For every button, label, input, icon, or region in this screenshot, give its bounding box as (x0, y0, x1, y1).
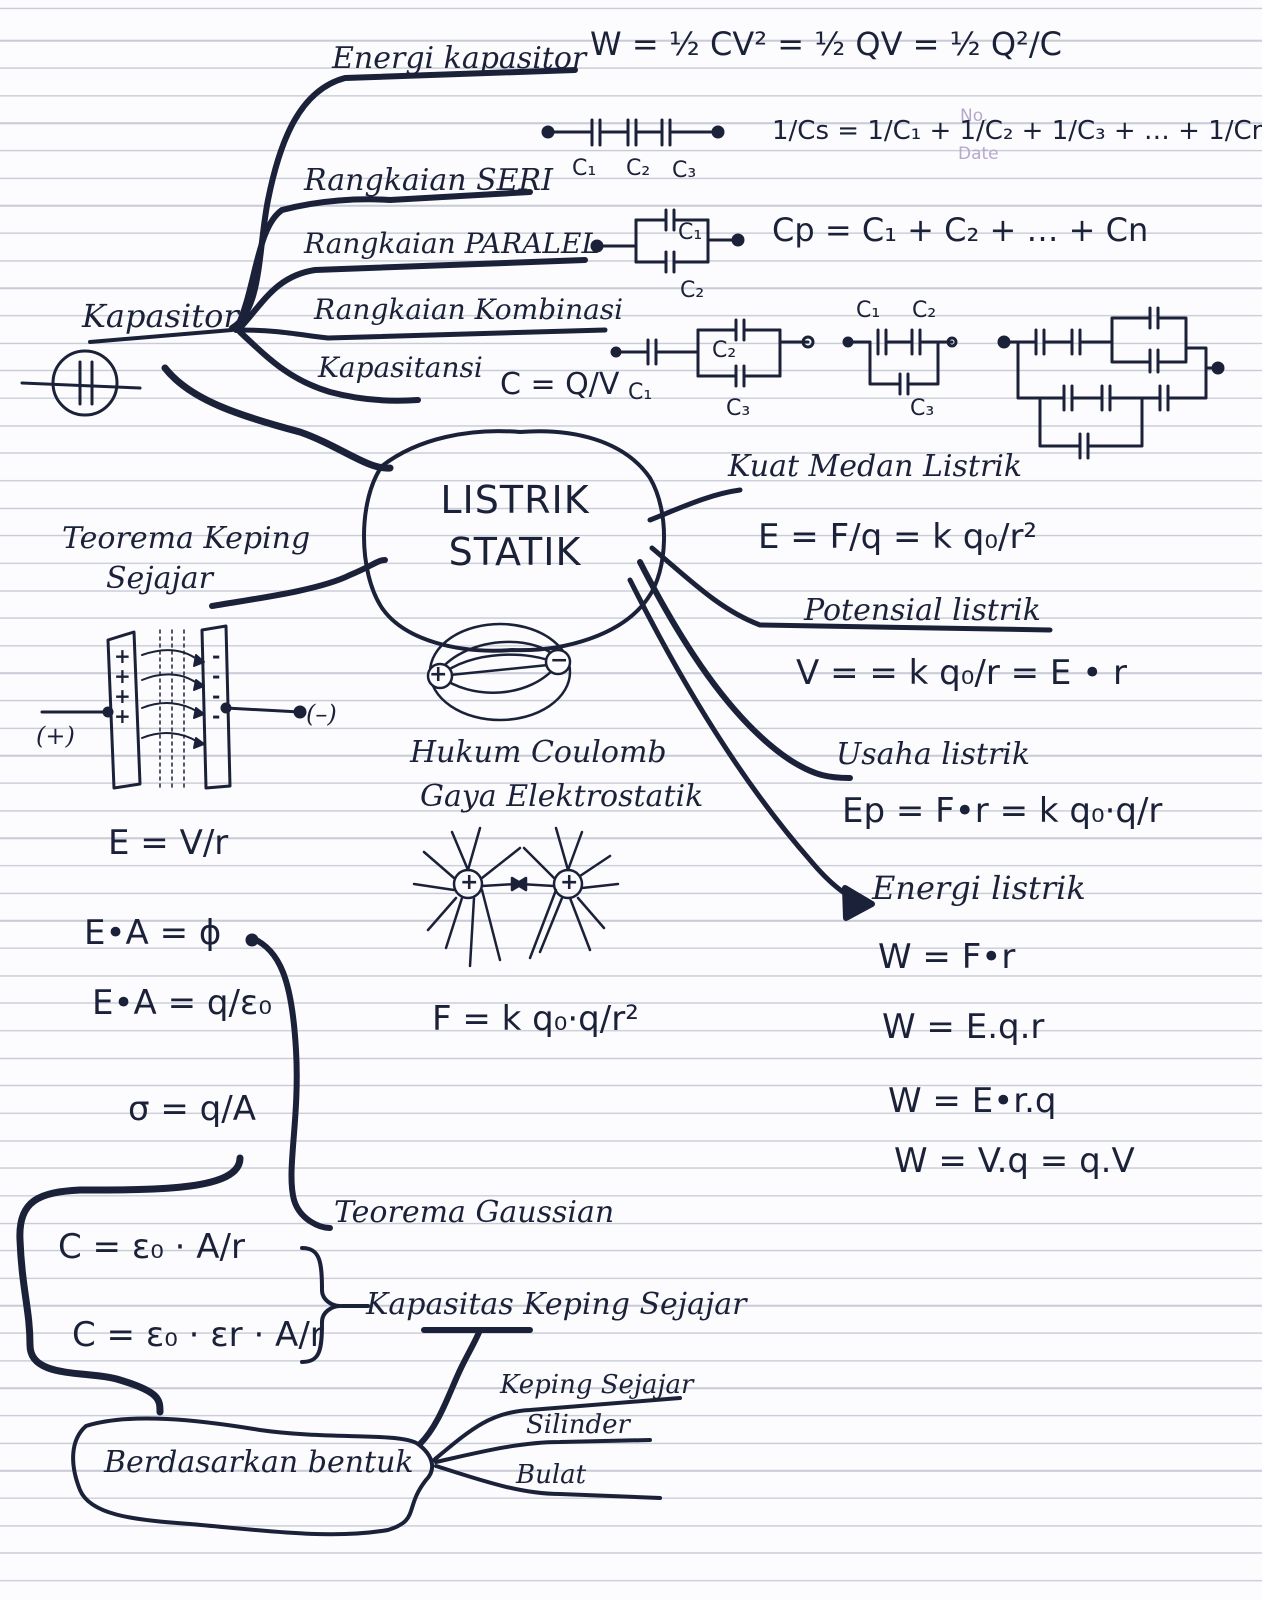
teorema-keping-label: Teorema Keping (62, 521, 311, 556)
kapasitas-formula-1: C = ε₀ · A/r (58, 1227, 245, 1267)
gaya-elektrostatik-label: Gaya Elektrostatik (420, 779, 704, 814)
capacitor-symbol-icon (20, 349, 142, 417)
parallel-plate-diagram (40, 624, 307, 791)
positive-charge-icon: + (429, 662, 448, 687)
gauss-formula-1: E•A = ϕ (84, 913, 222, 953)
gauss-connector (249, 935, 333, 1231)
negative-charge-icon: − (550, 648, 569, 673)
rangkaian-kombinasi-label: Rangkaian Kombinasi (314, 293, 624, 326)
gauss-formula-3: σ = q/A (128, 1089, 256, 1129)
plate-positive-terminal: (+) (36, 722, 75, 750)
keping-field-formula: E = V/r (108, 823, 229, 863)
kombinasi-a-cap-3: C₃ (726, 396, 751, 421)
keping-branch (209, 557, 388, 609)
seri-cap-label-3: C₃ (672, 158, 697, 183)
kombinasi-b-cap-2: C₂ (912, 298, 937, 323)
repulsion-field-diagram (412, 826, 620, 968)
kapasitansi-formula: C = Q/V (500, 367, 620, 402)
rangkaian-seri-formula: 1/Cs = 1/C₁ + 1/C₂ + 1/C₃ + … + 1/Cn (772, 116, 1262, 146)
energi-listrik-formula-3: W = E•r.q (888, 1081, 1057, 1121)
potensial-formula: V = = k q₀/r = E • r (796, 653, 1128, 693)
right-branches (627, 487, 1053, 921)
paper-no-label: No. (960, 106, 989, 126)
dipole-field-diagram (426, 622, 572, 722)
potensial-label: Potensial listrik (804, 593, 1041, 628)
gauss-formula-2: E•A = q/ε₀ (92, 983, 272, 1023)
kombinasi-b-cap-3: C₃ (910, 396, 935, 421)
bentuk-item-silinder: Silinder (526, 1410, 630, 1440)
kuat-medan-formula: E = F/q = k q₀/r² (758, 517, 1038, 557)
energi-kapasitor-formula: W = ½ CV² = ½ QV = ½ Q²/C (590, 25, 1062, 63)
plate-minus-signs: ---- (212, 644, 221, 728)
parallel-circuit-diagram (590, 208, 745, 274)
plate-plus-signs: ++++ (114, 644, 131, 728)
paralel-cap-label-2: C₂ (680, 278, 705, 303)
kapasitor-branches (88, 67, 608, 472)
paralel-cap-label-1: C₁ (678, 220, 703, 245)
kombinasi-a-cap-1: C₁ (628, 380, 653, 405)
bentuk-connector (417, 1327, 533, 1447)
seri-cap-label-2: C₂ (626, 156, 651, 181)
kombinasi-b-cap-1: C₁ (856, 298, 881, 323)
rangkaian-seri-label: Rangkaian SERI (304, 163, 553, 198)
kuat-medan-label: Kuat Medan Listrik (728, 449, 1023, 484)
berdasarkan-bentuk-label: Berdasarkan bentuk (104, 1445, 414, 1480)
energi-listrik-formula-4: W = V.q = q.V (894, 1141, 1135, 1181)
kapasitansi-label: Kapasitansi (318, 351, 483, 384)
kombinasi-a-cap-2: C₂ (712, 338, 737, 363)
kapasitor-label: Kapasitor (82, 297, 239, 335)
energi-listrik-label: Energi listrik (872, 869, 1086, 907)
coulomb-formula: F = k q₀·q/r² (432, 999, 639, 1039)
usaha-formula: Ep = F•r = k q₀·q/r (842, 791, 1163, 831)
usaha-label: Usaha listrik (836, 737, 1031, 772)
kapasitas-keping-label: Kapasitas Keping Sejajar (366, 1287, 747, 1322)
center-title-line1: LISTRIK (440, 478, 590, 522)
center-title-line2: STATIK (448, 530, 582, 574)
bentuk-branches (432, 1396, 682, 1500)
bentuk-item-bulat: Bulat (516, 1460, 587, 1490)
center-bubble (362, 429, 666, 653)
seri-cap-label-1: C₁ (572, 156, 597, 181)
paper-date-label: Date (958, 144, 999, 164)
teorema-sejajar-label: Sejajar (106, 561, 214, 596)
teorema-gaussian-label: Teorema Gaussian (334, 1195, 615, 1230)
energi-kapasitor-label: Energi kapasitor (332, 41, 587, 76)
hukum-coulomb-label: Hukum Coulomb (410, 735, 667, 770)
kapasitas-formula-2: C = ε₀ · εr · A/r (72, 1315, 324, 1355)
combination-circuit-a (610, 318, 815, 388)
rangkaian-paralel-label: Rangkaian PARALEL (304, 227, 601, 260)
combination-circuit-b (842, 328, 958, 396)
kapasitas-bracket (16, 1154, 244, 1416)
combination-circuit-c (997, 306, 1225, 460)
plate-negative-terminal: (–) (306, 700, 337, 728)
energi-listrik-formula-2: W = E.q.r (882, 1007, 1045, 1047)
rangkaian-paralel-formula: Cp = C₁ + C₂ + … + Cn (772, 211, 1149, 249)
energi-listrik-formula-1: W = F•r (878, 937, 1016, 977)
bentuk-item-keping: Keping Sejajar (500, 1370, 694, 1400)
bentuk-blob (71, 1416, 435, 1537)
series-circuit-diagram (541, 118, 725, 147)
charge-plus-icon-2: + (560, 870, 579, 895)
charge-plus-icon-1: + (460, 870, 479, 895)
